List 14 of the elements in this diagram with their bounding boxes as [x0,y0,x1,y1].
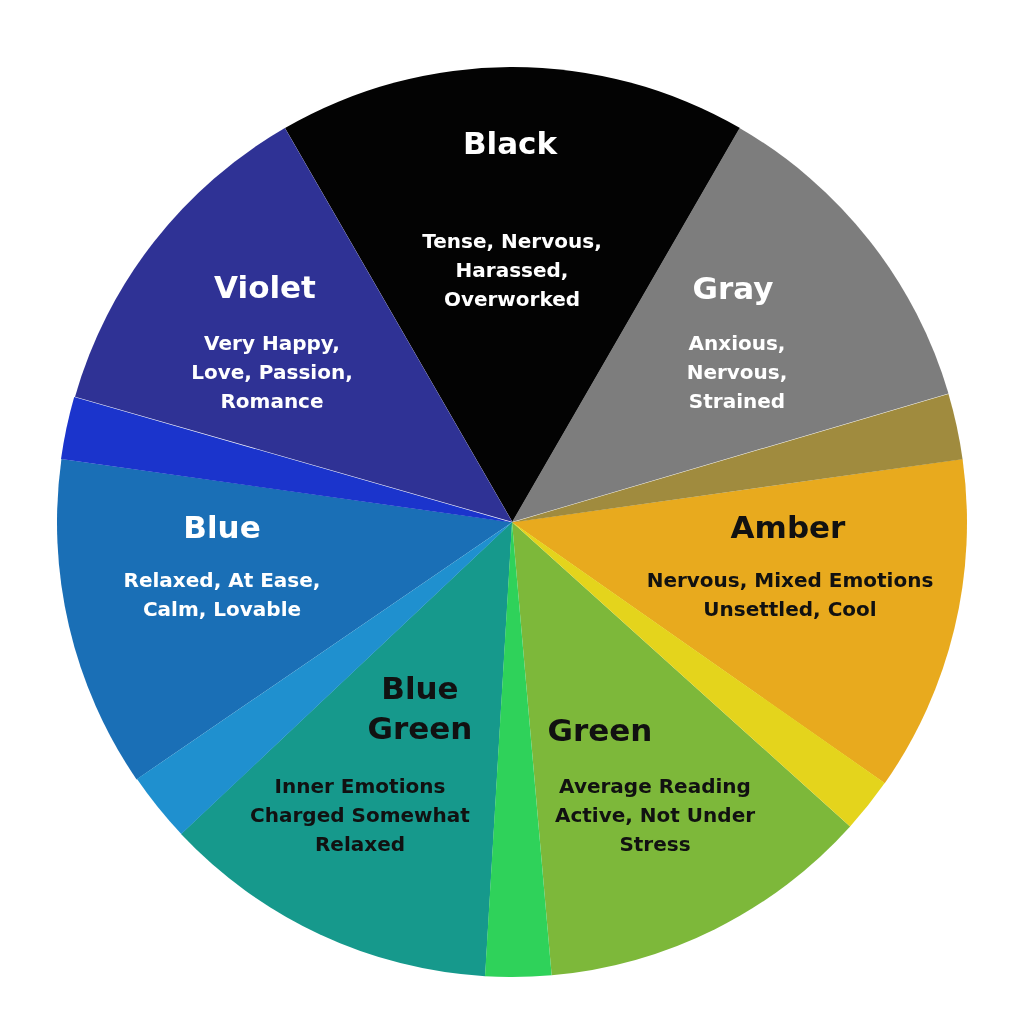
color-name: Blue [182,508,262,547]
mood-description: Anxious, Nervous, Strained [685,329,789,415]
color-name: Black [461,124,559,163]
mood-description: Average Reading Active, Not Under Stress [553,772,757,858]
mood-description: Inner Emotions Charged Somewhat Relaxed [249,772,471,858]
mood-description: Nervous, Mixed Emotions Unsettled, Cool [645,567,935,623]
mood-description: Very Happy, Love, Passion, Romance [190,329,354,415]
color-name: Gray [691,269,775,308]
color-name: Green [546,711,654,750]
color-name: Violet [213,268,317,307]
color-name: Blue Green [366,669,474,748]
mood-description: Tense, Nervous, Harassed, Overworked [421,227,603,313]
mood-description: Relaxed, At Ease, Calm, Lovable [122,567,322,623]
color-name: Amber [729,508,847,547]
